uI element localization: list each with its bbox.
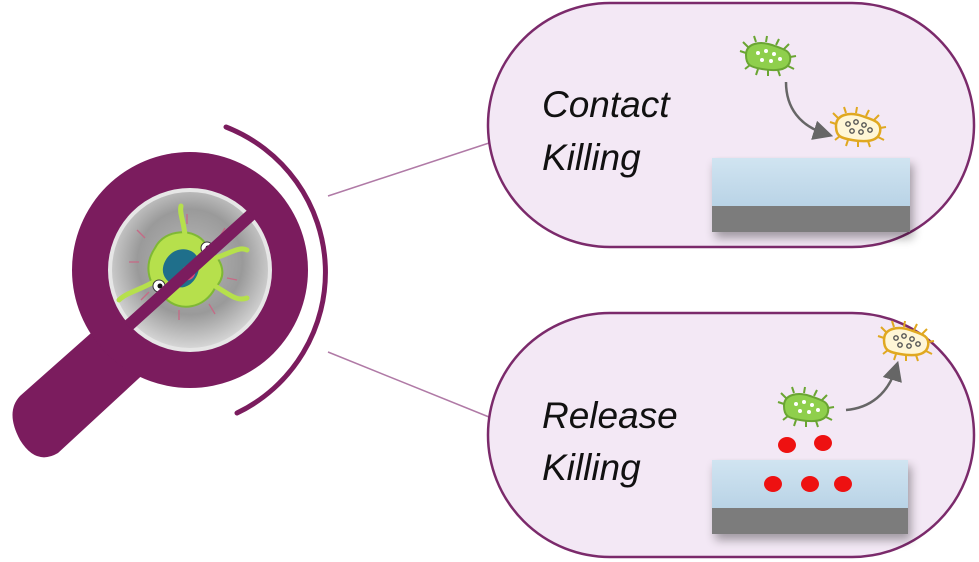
released-agent-dot: [814, 435, 832, 451]
connector-line-release: [327, 351, 490, 418]
connector-line-contact: [327, 142, 490, 197]
contact-killing-panel: Contact Killing: [486, 1, 976, 249]
release-killing-panel: Release Killing: [486, 311, 976, 559]
surface-block: [712, 460, 908, 534]
curved-arrow-icon: [784, 81, 834, 140]
magnifier-arc: [223, 124, 328, 416]
released-agent-dot: [834, 476, 852, 492]
prohibition-slash-icon: [123, 209, 257, 331]
contact-killing-label-line1: Contact: [542, 84, 671, 125]
release-killing-label-line2: Killing: [542, 447, 641, 488]
curved-arrow-icon: [845, 360, 902, 412]
released-agent-dot: [764, 476, 782, 492]
release-killing-label-line1: Release: [542, 395, 678, 436]
surface-block: [712, 158, 910, 232]
released-agent-dot: [801, 476, 819, 492]
released-agent-dot: [778, 437, 796, 453]
magnifying-glass-icon: [12, 152, 308, 458]
contact-killing-label-line2: Killing: [542, 137, 641, 178]
